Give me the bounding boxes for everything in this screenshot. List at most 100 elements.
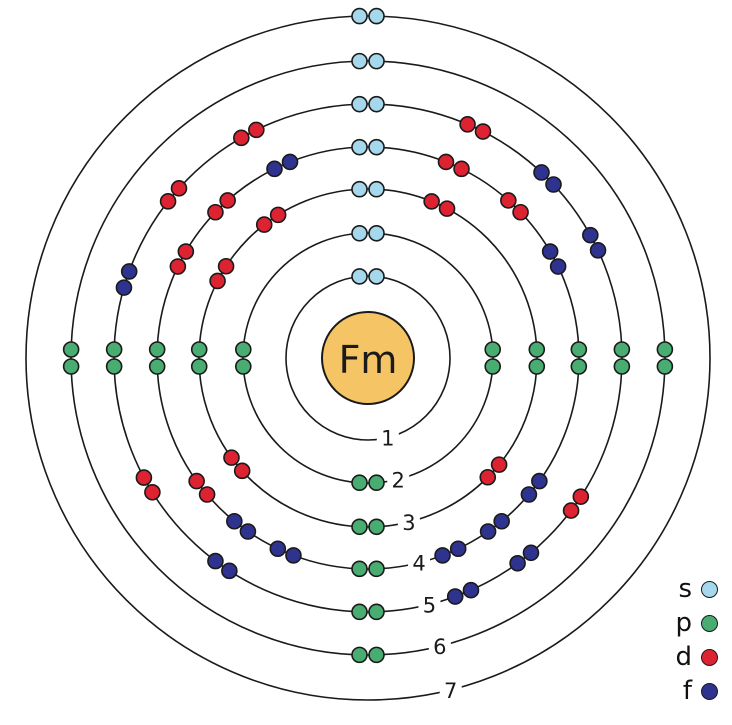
orbital-legend: s p d f	[640, 576, 718, 705]
electron-f	[493, 512, 510, 530]
electron-s	[351, 138, 368, 156]
electron-s	[351, 52, 368, 70]
electron-p	[368, 518, 385, 536]
electron-d	[170, 180, 188, 197]
electron-d	[209, 272, 226, 290]
shell-ring-7	[25, 15, 711, 701]
electron-s	[368, 52, 385, 70]
electron-d	[233, 462, 251, 480]
electron-d	[479, 468, 497, 486]
electron-f	[462, 581, 480, 599]
electron-p	[528, 341, 546, 358]
electron-d	[490, 456, 508, 473]
electron-f	[509, 554, 526, 572]
electron-f	[239, 523, 257, 540]
shell-ring-1	[285, 275, 451, 441]
s-orbital-swatch-icon	[701, 581, 718, 598]
electron-f	[434, 547, 451, 564]
electron-d	[453, 160, 470, 178]
nucleus	[321, 311, 415, 405]
electron-p	[190, 358, 208, 375]
electron-p	[148, 358, 166, 375]
electron-d	[423, 193, 440, 210]
electron-s	[368, 180, 385, 198]
electron-p	[351, 560, 368, 578]
electron-p	[570, 341, 588, 358]
shell-number-4: 4	[412, 552, 425, 576]
electron-d	[255, 216, 273, 233]
electron-f	[520, 486, 538, 503]
shell-number-3: 3	[402, 511, 415, 535]
shell-label-mask	[376, 424, 399, 451]
legend-row-f: f	[640, 678, 718, 705]
electron-p	[613, 358, 631, 375]
shell-number-5: 5	[423, 593, 436, 617]
electron-d	[248, 121, 265, 139]
element-symbol: Fm	[339, 338, 398, 382]
electron-d	[169, 258, 187, 275]
electron-p	[234, 358, 252, 375]
shell-number-1: 1	[381, 427, 394, 451]
electron-p	[613, 341, 631, 358]
electron-f	[446, 588, 464, 605]
electron-s	[368, 224, 385, 242]
electron-p	[351, 518, 368, 536]
electron-d	[144, 483, 161, 501]
shell-label-mask	[387, 466, 410, 493]
electron-p	[62, 358, 80, 375]
legend-row-s: s	[640, 576, 718, 603]
legend-label-d: d	[675, 642, 692, 672]
electron-f	[582, 226, 599, 244]
electron-p	[656, 341, 674, 358]
electron-f	[545, 176, 562, 193]
electron-f	[120, 263, 138, 280]
electron-p	[368, 646, 385, 664]
shell-ring-4	[156, 146, 580, 570]
shell-ring-3	[198, 188, 538, 528]
electron-f	[541, 243, 559, 260]
electron-s	[351, 180, 368, 198]
electron-d	[188, 472, 205, 490]
electron-f	[549, 258, 567, 275]
electron-f	[269, 540, 287, 558]
shell-label-mask	[428, 633, 451, 660]
electron-f	[226, 512, 243, 530]
electron-f	[115, 279, 133, 296]
f-orbital-swatch-icon	[701, 683, 718, 700]
electron-d	[438, 200, 456, 217]
shell-ring-5	[113, 103, 623, 613]
electron-p	[148, 341, 166, 358]
electron-f	[285, 547, 302, 564]
electron-d	[207, 203, 224, 221]
shell-label-mask	[408, 549, 431, 576]
electron-f	[449, 540, 467, 558]
electron-p	[528, 358, 546, 375]
electron-d	[512, 203, 529, 221]
electron-d	[459, 116, 476, 133]
electron-d	[177, 243, 195, 260]
electron-d	[217, 257, 235, 275]
electron-f	[522, 544, 540, 562]
electron-d	[500, 192, 517, 209]
shell-ring-6	[70, 60, 666, 656]
shell-label-mask	[439, 676, 462, 703]
shell-label-mask	[397, 508, 420, 535]
electron-d	[572, 488, 590, 505]
electron-d	[562, 502, 580, 519]
legend-row-p: p	[640, 610, 718, 637]
electron-f	[266, 160, 283, 178]
electron-f	[533, 164, 550, 181]
electron-s	[368, 95, 385, 113]
electron-p	[656, 358, 674, 375]
electron-p	[351, 603, 368, 621]
legend-label-s: s	[678, 574, 692, 604]
electron-d	[474, 123, 492, 140]
electron-s	[351, 95, 368, 113]
electron-f	[281, 153, 299, 171]
shell-label-mask	[418, 591, 441, 618]
electron-d	[219, 192, 236, 209]
electron-p	[351, 646, 368, 664]
electron-f	[589, 242, 607, 259]
electron-f	[479, 523, 497, 540]
